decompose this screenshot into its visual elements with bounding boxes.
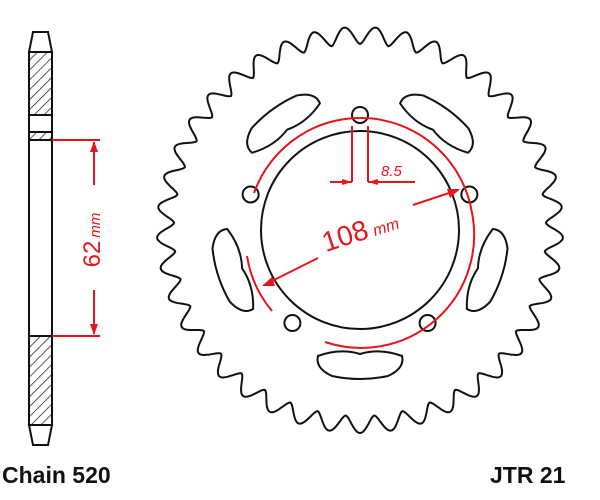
width-dimension <box>52 139 100 337</box>
bolt-circle-text: 108mm <box>318 204 402 258</box>
center-bore <box>260 130 460 330</box>
bolt-holes <box>241 106 479 333</box>
lightening-holes <box>211 93 509 380</box>
part-number: JTR 21 <box>490 462 566 488</box>
sprocket-outline <box>156 26 564 435</box>
chain-label: Chain 520 <box>2 462 111 488</box>
side-profile <box>27 31 54 446</box>
bolt-circle-dimension <box>246 116 476 349</box>
width-dimension-text: 62mm <box>79 213 106 268</box>
hole-size-text: 8.5 <box>381 163 403 180</box>
